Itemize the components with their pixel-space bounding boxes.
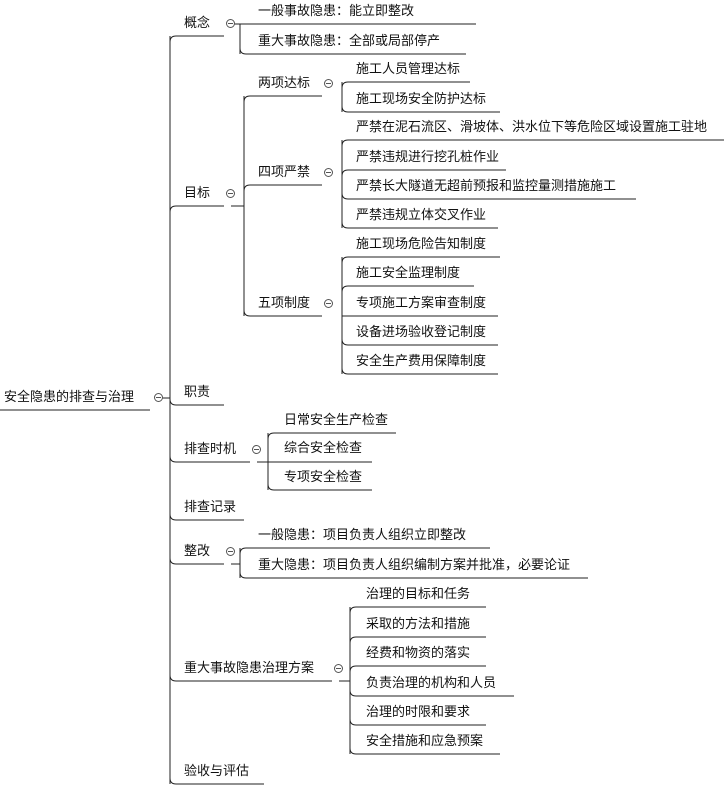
connector-record	[169, 513, 244, 521]
four-prohibitions-item-2-line	[341, 169, 506, 177]
branch-concept[interactable]: 概念	[184, 16, 211, 31]
two-standards-collapse-icon[interactable]	[324, 79, 333, 88]
plan-item-4[interactable]: 负责治理的机构和人员	[366, 676, 497, 691]
concept-collapse-icon[interactable]	[226, 19, 235, 28]
plan-item-3-line	[349, 665, 486, 673]
concept-item-2[interactable]: 重大事故隐患：全部或局部停产	[258, 34, 441, 49]
branch-timing[interactable]: 排查时机	[184, 442, 237, 457]
two-standards-item-1-line	[341, 81, 470, 89]
plan-item-5-line	[349, 718, 486, 726]
branch-duty[interactable]: 职责	[184, 385, 211, 400]
connector-plan	[169, 674, 332, 682]
goal-collapse-icon[interactable]	[226, 189, 235, 198]
connector-concept	[169, 35, 224, 43]
concept-item-2-line	[239, 47, 466, 55]
five-systems-item-4-line	[341, 338, 498, 346]
goal-group-five-systems[interactable]: 五项制度	[258, 296, 311, 311]
connector-acceptance	[169, 777, 264, 785]
four-prohibitions-item-4[interactable]: 严禁违规立体交叉作业	[356, 208, 487, 223]
goal-group-four-prohibitions[interactable]: 四项严禁	[258, 165, 311, 180]
branch-acceptance[interactable]: 验收与评估	[184, 764, 250, 779]
five-systems-item-1-line	[341, 256, 500, 264]
timing-item-2[interactable]: 综合安全检查	[284, 441, 363, 456]
branch-goal[interactable]: 目标	[184, 186, 211, 201]
plan-item-4-line	[349, 689, 514, 697]
two-standards-item-1[interactable]: 施工人员管理达标	[356, 62, 461, 77]
root-node[interactable]: 安全隐患的排查与治理	[4, 390, 135, 405]
plan-item-3[interactable]: 经费和物资的落实	[366, 646, 471, 661]
five-systems-item-5-line	[341, 367, 498, 375]
timing-item-1-line	[267, 432, 396, 440]
five-systems-item-2[interactable]: 施工安全监理制度	[356, 266, 461, 281]
plan-item-5[interactable]: 治理的时限和要求	[366, 705, 471, 720]
timing-item-1[interactable]: 日常安全生产检查	[284, 413, 389, 428]
rectify-collapse-icon[interactable]	[226, 547, 235, 556]
five-systems-item-2-line	[341, 285, 474, 293]
connector-rectify	[169, 557, 224, 565]
timing-item-3[interactable]: 专项安全检查	[284, 470, 363, 485]
four-prohibitions-item-1[interactable]: 严禁在泥石流区、滑坡体、洪水位下等危险区域设置施工驻地	[356, 120, 708, 135]
two-standards-item-2[interactable]: 施工现场安全防护达标	[356, 92, 487, 107]
timing-collapse-icon[interactable]	[252, 445, 261, 454]
five-systems-collapse-icon[interactable]	[324, 299, 333, 308]
goal-group-two-standards[interactable]: 两项达标	[258, 76, 311, 91]
rectify-item-1-line	[239, 547, 490, 555]
connector-goal	[169, 205, 224, 213]
five-systems-item-5[interactable]: 安全生产费用保障制度	[356, 354, 487, 369]
branch-rectify[interactable]: 整改	[184, 544, 211, 559]
two-standards-item-2-line	[341, 105, 500, 113]
branch-record[interactable]: 排查记录	[184, 500, 237, 515]
five-systems-item-3[interactable]: 专项施工方案审查制度	[356, 296, 487, 311]
four-prohibitions-item-1-line	[341, 139, 724, 147]
four-prohibitions-item-3-line	[341, 192, 636, 200]
plan-item-2-line	[349, 636, 486, 644]
plan-item-6-line	[349, 747, 500, 755]
four-prohibitions-collapse-icon[interactable]	[324, 168, 333, 177]
five-systems-item-1[interactable]: 施工现场危险告知制度	[356, 237, 487, 252]
plan-item-1[interactable]: 治理的目标和任务	[366, 587, 471, 602]
plan-item-1-line	[349, 606, 486, 614]
five-systems-item-4[interactable]: 设备进场验收登记制度	[356, 325, 487, 340]
goal-group-3-line	[243, 309, 322, 317]
timing-item-3-line	[267, 483, 372, 491]
branch-plan[interactable]: 重大事故隐患治理方案	[184, 661, 315, 676]
connector-duty	[169, 398, 224, 406]
concept-item-1[interactable]: 一般事故隐患：能立即整改	[258, 4, 415, 19]
rectify-item-2-line	[239, 571, 588, 579]
connector-timing	[169, 455, 250, 463]
four-prohibitions-item-3[interactable]: 严禁长大隧道无超前预报和监控量测措施施工	[356, 179, 617, 194]
plan-item-2[interactable]: 采取的方法和措施	[366, 617, 471, 632]
four-prohibitions-item-2[interactable]: 严禁违规进行挖孔桩作业	[356, 150, 500, 165]
rectify-item-1[interactable]: 一般隐患：项目负责人组织立即整改	[258, 528, 467, 543]
connector-lines	[0, 23, 724, 785]
rectify-item-2[interactable]: 重大隐患：项目负责人组织编制方案并批准，必要论证	[258, 558, 571, 573]
root-collapse-icon[interactable]	[154, 393, 163, 402]
goal-group-1-line	[243, 95, 322, 103]
plan-collapse-icon[interactable]	[334, 664, 343, 673]
plan-item-6[interactable]: 安全措施和应急预案	[366, 734, 484, 749]
four-prohibitions-item-4-line	[341, 221, 498, 229]
goal-group-2-line	[243, 184, 322, 192]
